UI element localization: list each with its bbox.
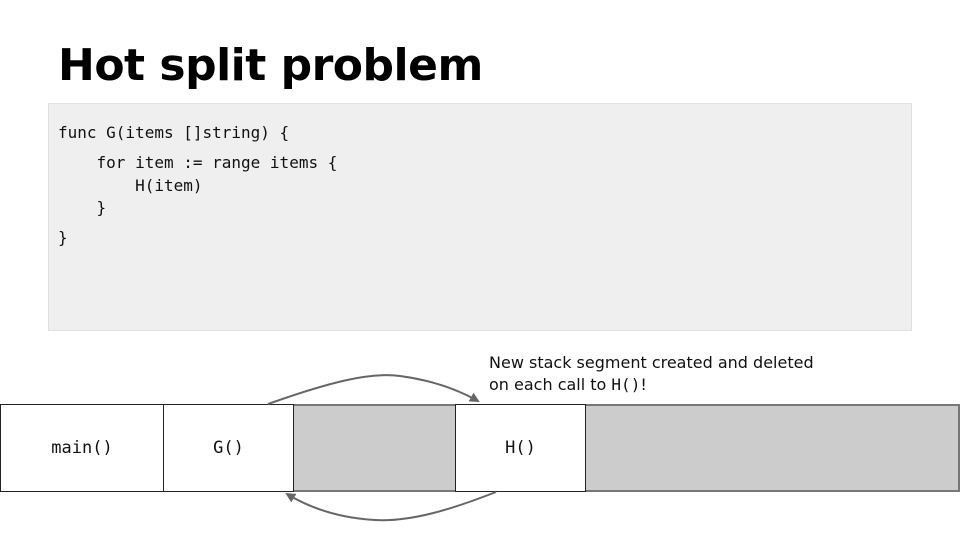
stack-segment-free [292,404,462,492]
code-line: } [58,198,107,217]
annotation-code: H() [611,375,641,394]
annotation-note: New stack segment created and deleted on… [489,352,814,396]
annotation-text: on each call to [489,375,612,394]
call-arrow [267,374,480,405]
slide-title: Hot split problem [58,40,483,91]
stack-segment-free [584,404,960,492]
return-arrow [285,491,497,522]
code-block: func G(items []string) { for item := ran… [48,103,912,331]
code-line: for item := range items { [58,153,338,172]
annotation-punctuation: ! [640,375,647,394]
stack-frame-main: main() [0,404,164,492]
stack-frame-h: H() [455,404,586,492]
code-line: } [58,228,68,247]
code-line: H(item) [58,176,203,195]
annotation-line-2: on each call to H()! [489,374,814,396]
stack-frame-g: G() [163,404,294,492]
annotation-line-1: New stack segment created and deleted [489,353,814,372]
code-line: func G(items []string) { [58,123,290,142]
